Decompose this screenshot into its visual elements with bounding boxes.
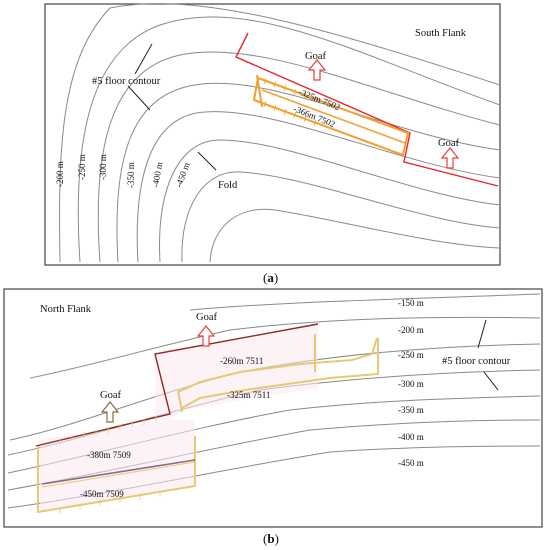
panel-b-goaf-arrow-1 bbox=[196, 325, 216, 347]
panel-b-face-260-label: -260m 7511 bbox=[220, 356, 263, 366]
panel-a-contour-labels: -200 m -250 m -300 m -350 m -400 m -450 … bbox=[55, 154, 192, 188]
panel-b-goaf-label-2: Goaf bbox=[100, 390, 121, 401]
panel-a-goaf-arrow-2 bbox=[440, 147, 460, 169]
panel-a-contours bbox=[59, 3, 501, 263]
contour-label: -350 m bbox=[398, 405, 424, 415]
contour-label: -150 m bbox=[398, 298, 424, 308]
contour-label: -350 m bbox=[126, 162, 136, 188]
panel-a-longwall-7502 bbox=[252, 74, 410, 157]
contour-label: -200 m bbox=[398, 325, 424, 335]
panel-a-goaf-arrow-1 bbox=[307, 59, 327, 81]
panel-b-face-450-label: -450m 7509 bbox=[80, 489, 124, 499]
panel-b-face-325-label: -325m 7511 bbox=[227, 390, 270, 400]
panel-a-caption: (a) bbox=[263, 270, 278, 285]
panel-b-face-380-label: -380m 7509 bbox=[87, 450, 131, 460]
contour-label: -400 m bbox=[150, 161, 164, 188]
panel-b-longwall-7511 bbox=[177, 334, 379, 413]
panel-b-contour-leader-2 bbox=[483, 371, 499, 391]
panel-b-goaf-label-1: Goaf bbox=[196, 312, 217, 323]
panel-b-longwall-7509 bbox=[37, 436, 196, 514]
contour-label: -250 m bbox=[398, 350, 424, 360]
panel-b-flank-label: North Flank bbox=[40, 304, 92, 315]
panel-a-contour-leader-2 bbox=[127, 85, 151, 111]
panel-b-contour-labels: -150 m -200 m -250 m -300 m -350 m -400 … bbox=[398, 298, 424, 468]
contour-label: -400 m bbox=[398, 432, 424, 442]
contour-label: -300 m bbox=[98, 154, 108, 180]
panel-b-floor-contour-label: #5 floor contour bbox=[442, 356, 511, 367]
panel-b: North Flank #5 floor contour Goaf Goaf -… bbox=[3, 288, 543, 546]
panel-a-fold-label: Fold bbox=[218, 180, 238, 191]
panel-b-caption: (b) bbox=[263, 531, 279, 546]
contour-label: -450 m bbox=[398, 458, 424, 468]
panel-b-goaf-arrow-2 bbox=[100, 401, 120, 423]
panel-a: South Flank #5 floor contour Fold Goaf G… bbox=[44, 3, 501, 285]
panel-a-goaf-label-2: Goaf bbox=[438, 138, 459, 149]
panel-a-fold-leader bbox=[197, 151, 217, 171]
panel-a-contour-leader-1 bbox=[134, 43, 153, 75]
contour-label: -200 m bbox=[55, 161, 65, 187]
panel-a-frame bbox=[44, 3, 501, 266]
panel-a-flank-label: South Flank bbox=[415, 28, 467, 39]
panel-a-goaf-boundary bbox=[235, 32, 499, 187]
panel-a-goaf-label-1: Goaf bbox=[305, 51, 326, 62]
contour-label: -300 m bbox=[398, 379, 424, 389]
panel-b-hatch-marks bbox=[59, 416, 161, 513]
panel-a-floor-contour-label: #5 floor contour bbox=[92, 76, 161, 87]
panel-b-goaf-boundary bbox=[35, 323, 319, 447]
contour-label: -250 m bbox=[77, 154, 87, 180]
panel-b-contour-leader-1 bbox=[477, 319, 487, 349]
